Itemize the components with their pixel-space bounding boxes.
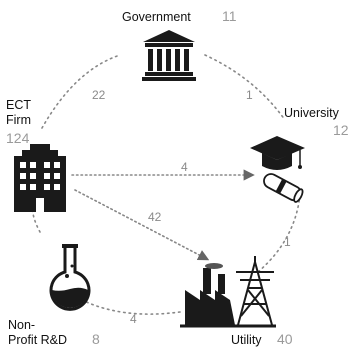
- ect-firm-label-line1: ECT: [6, 98, 31, 112]
- ect-firm-count: 124: [6, 130, 30, 146]
- utility-count: 40: [277, 331, 293, 347]
- edge-university-utility: [257, 194, 301, 273]
- government-label: Government: [122, 10, 191, 24]
- nonprofit-count: 8: [92, 331, 100, 347]
- edge-ect-government: [41, 54, 121, 129]
- factory-power-tower-icon: [180, 256, 276, 328]
- edge-utility-nonprofit: [77, 297, 181, 315]
- university-label: University: [284, 106, 339, 120]
- government-building-icon: [142, 30, 196, 81]
- edge-weight-university-utility: 1: [284, 235, 291, 249]
- university-count: 12: [333, 122, 349, 138]
- edge-government-university: [204, 54, 286, 121]
- edge-weight-utility-nonprofit: 4: [130, 312, 137, 326]
- government-count: 11: [222, 8, 237, 24]
- ect-firm-label-line2: Firm: [6, 113, 31, 127]
- edge-weight-government-university: 1: [246, 88, 253, 102]
- nonprofit-label-line1: Non-: [8, 318, 36, 332]
- edge-weight-ect-utility: 42: [148, 210, 162, 224]
- utility-label: Utility: [231, 333, 262, 347]
- office-building-icon: [14, 144, 66, 212]
- edge-ect-utility-arrow: [74, 189, 210, 261]
- edge-weight-ect-government: 22: [92, 88, 106, 102]
- flask-icon: [49, 244, 91, 311]
- nonprofit-label-line2: Profit R&D: [8, 333, 68, 347]
- graduation-cap-diploma-icon: [250, 136, 305, 203]
- edge-weight-ect-university: 4: [181, 160, 188, 174]
